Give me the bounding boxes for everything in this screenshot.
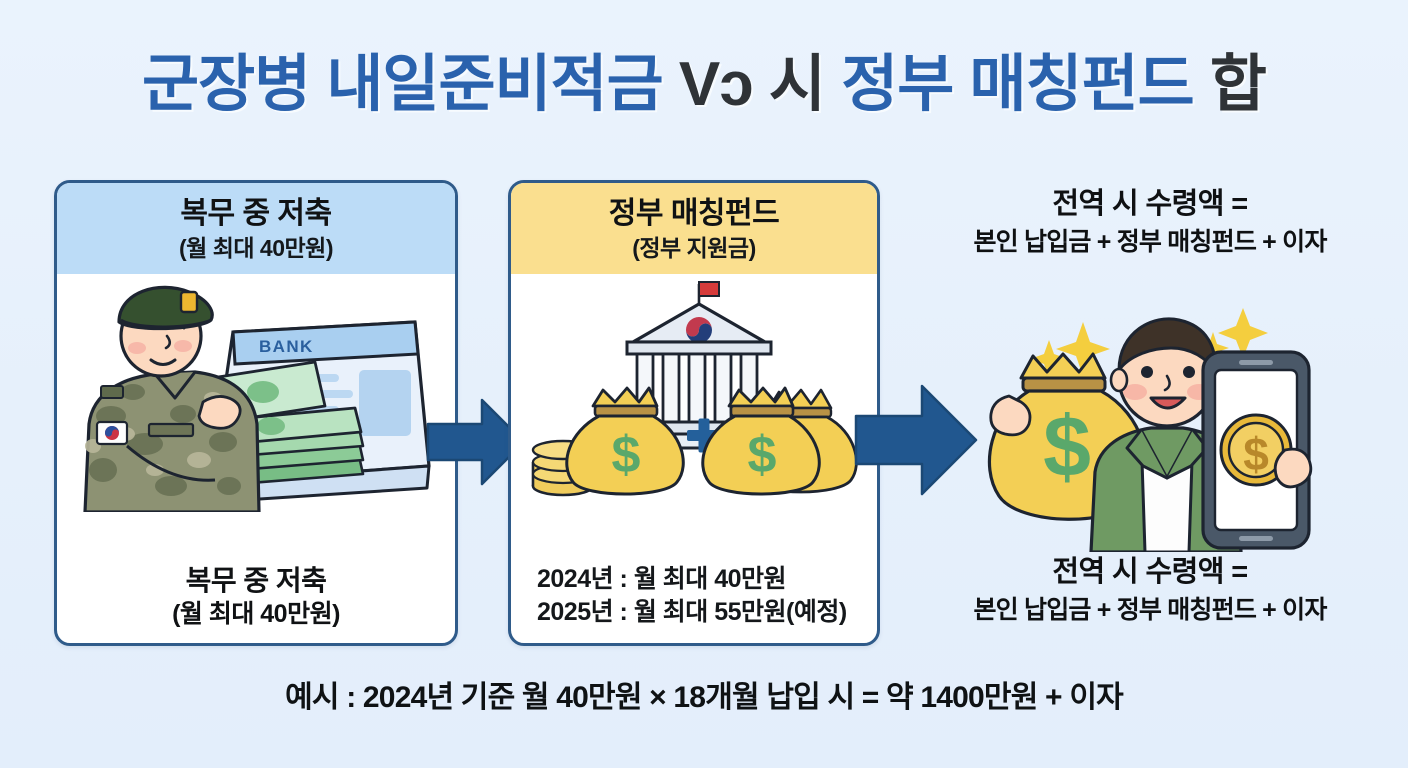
result-bottom-formula: 본인 납입금 + 정부 매칭펀드 + 이자 [973,595,1327,624]
happy-man-with-money-bag-and-phone-icon: $ [987,308,1313,552]
panel-middle-footer-line-1: 2024년 : 월 최대 40만원 [537,565,787,593]
panel-left-header: 복무 중 저축 (월 최대 40만원) [57,183,455,275]
page-title-part-1: 군장병 내일준비적금 [142,50,679,119]
page-title-part-3: 정부 매칭펀드 [824,50,1210,119]
svg-text:$: $ [1243,428,1269,480]
page-title-part-4: 합 [1209,50,1267,119]
panel-middle-header-title: 정부 매칭펀드 [608,197,780,230]
arrow-right-icon-2 [854,384,978,496]
panel-left-header-subtitle: (월 최대 40만원) [179,234,333,261]
panel-middle-footer: 2024년 : 월 최대 40만원 2025년 : 월 최대 55만원(예정) [511,563,877,629]
page-title: 군장병 내일준비적금 Vɔ 시 정부 매칭펀드 합 [0,52,1408,117]
panel-left-footer: 복무 중 저축 (월 최대 40만원) [57,565,455,629]
panel-middle-illustration-area: $ $ $ [511,274,877,512]
panel-left-illustration-area: BANK [57,274,455,513]
page-title-part-2: Vɔ 시 [678,50,826,119]
panel-left-header-title: 복무 중 저축 [180,197,332,230]
panel-middle-header: 정부 매칭펀드 (정부 지원금) [511,183,877,275]
svg-text:$: $ [748,426,777,484]
money-bags-with-plus-icon: $ $ $ [531,386,858,497]
example-note: 예시 : 2024년 기준 월 40만원 × 18개월 납입 시 = 약 140… [285,681,1124,714]
svg-text:$: $ [1043,399,1091,495]
result-text-bottom: 전역 시 수령액 = 본인 납입금 + 정부 매칭펀드 + 이자 [910,556,1390,625]
result-text-top: 전역 시 수령액 = 본인 납입금 + 정부 매칭펀드 + 이자 [910,188,1390,257]
result-top-title: 전역 시 수령액 = [1052,188,1248,220]
panel-government-matching-fund: 정부 매칭펀드 (정부 지원금) [508,180,880,646]
svg-text:$: $ [612,426,641,484]
panel-service-savings: 복무 중 저축 (월 최대 40만원) BANK [54,180,458,646]
result-top-formula: 본인 납입금 + 정부 매칭펀드 + 이자 [973,227,1327,256]
panel-middle-footer-line-2: 2025년 : 월 최대 55만원(예정) [537,598,847,626]
bankbook-label: BANK [259,337,314,356]
arrow-right-icon-1 [426,398,526,486]
soldier-with-bankbook-icon: BANK [83,286,431,513]
result-bottom-title: 전역 시 수령액 = [1052,556,1248,588]
panel-middle-header-subtitle: (정부 지원금) [632,234,756,261]
panel-left-footer-subtitle: (월 최대 40만원) [172,600,340,628]
panel-left-footer-title: 복무 중 저축 [185,564,327,596]
